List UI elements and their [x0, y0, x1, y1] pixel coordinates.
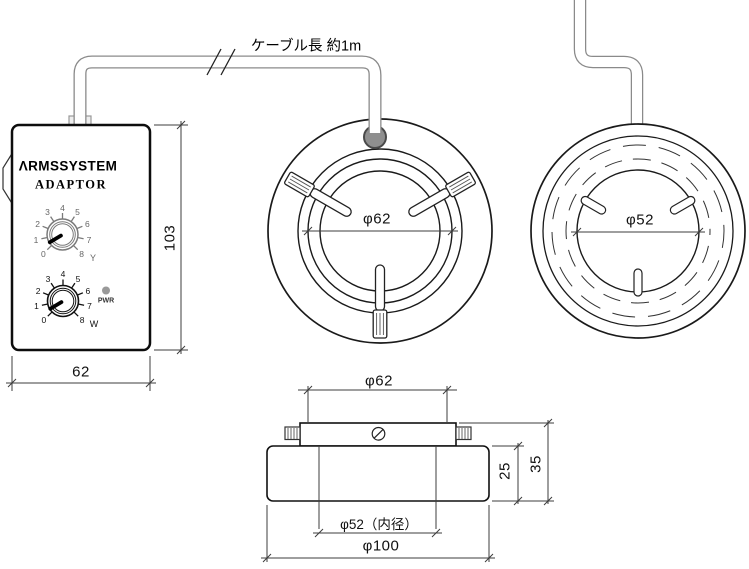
adapter-cable — [73, 48, 382, 133]
back-screw-tips — [580, 195, 696, 297]
dim-text-35: 35 — [527, 455, 545, 473]
side-center-screw — [371, 426, 386, 441]
dial-y-scale-0: 0 — [41, 248, 46, 259]
dim-text-phi62-side: φ62 — [365, 372, 393, 390]
dim-62 — [6, 356, 156, 391]
dim-phi52-side — [313, 446, 442, 538]
dial-y-scale-2: 2 — [35, 219, 40, 230]
cable-length-label: ケーブル長 約1m — [250, 38, 362, 55]
dim-103 — [154, 120, 188, 355]
dial-w — [41, 279, 85, 318]
dim-phi100 — [261, 505, 495, 563]
dial-w-channel-label: W — [89, 319, 99, 329]
side-body — [266, 445, 490, 502]
dial-w-scale-1: 1 — [34, 301, 39, 312]
dim-phi62-front — [302, 226, 458, 236]
cable-break-symbol — [206, 48, 236, 76]
dim-text-phi100: φ100 — [362, 537, 400, 555]
dial-w-scale-3: 3 — [45, 273, 51, 284]
dial-y — [41, 213, 84, 251]
dim-text-phi62-front: φ62 — [363, 210, 391, 228]
dial-w-scale-2: 2 — [35, 285, 41, 296]
led-row-inner — [565, 158, 711, 304]
dial-y-channel-label: Y — [89, 252, 97, 263]
dial-y-scale-7: 7 — [86, 234, 92, 245]
dial-w-scale-4: 4 — [60, 269, 66, 279]
dim-35 — [459, 418, 554, 506]
back-view-cable — [573, 0, 644, 127]
back-view-ring — [530, 123, 746, 339]
power-led — [102, 286, 110, 295]
dial-y-pointer — [47, 233, 63, 245]
dial-y-scale-1: 1 — [33, 234, 39, 245]
dial-y-scale-5: 5 — [75, 207, 80, 218]
dim-phi52-back — [571, 227, 705, 237]
dial-y-scale-6: 6 — [85, 219, 90, 230]
dial-y-scale-4: 4 — [60, 202, 65, 213]
side-screw-right — [455, 426, 472, 441]
adaptor-label: ADAPTOR — [34, 177, 108, 192]
dial-w-scale-0: 0 — [41, 315, 47, 326]
front-thumbscrews — [284, 171, 476, 339]
dim-text-62: 62 — [72, 363, 90, 381]
dial-y-scale-8: 8 — [79, 248, 84, 259]
dial-y-scale-3: 3 — [45, 207, 50, 218]
side-screw-left — [284, 426, 301, 441]
dim-phi62-side — [298, 385, 457, 422]
dial-w-scale-6: 6 — [85, 285, 91, 296]
dial-w-scale-5: 5 — [75, 273, 81, 284]
brand-logo: ΛRMSSYSTEM — [18, 158, 118, 174]
dim-text-103: 103 — [161, 224, 179, 251]
side-view — [261, 385, 554, 563]
dial-w-pointer — [48, 300, 64, 311]
power-led-label: PWR — [97, 297, 115, 305]
dim-text-phi52-back: φ52 — [626, 211, 654, 229]
dim-text-25: 25 — [496, 462, 514, 480]
led-row-outer — [551, 144, 725, 318]
dial-w-scale-8: 8 — [79, 315, 85, 326]
dial-w-scale-7: 7 — [87, 301, 92, 312]
dim-text-phi52-inner: φ52（内径） — [340, 517, 418, 532]
